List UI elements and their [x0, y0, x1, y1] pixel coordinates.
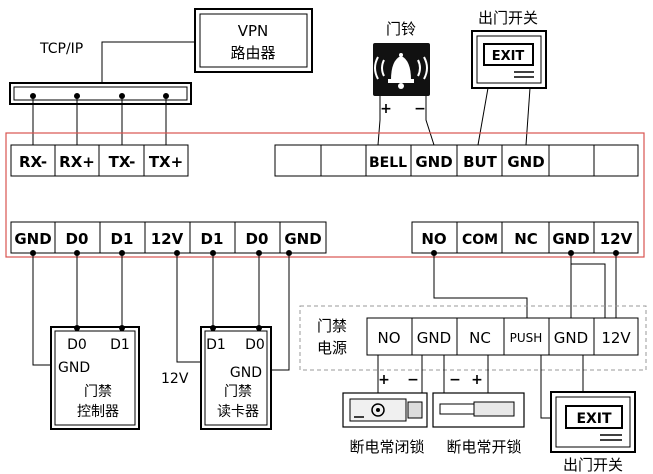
exit-top-sign: EXIT [492, 49, 525, 64]
reader-12v-label: 12V [161, 371, 189, 387]
exit-bottom-sign: EXIT [576, 411, 612, 427]
exit-button-bottom: EXIT 出门开关 [550, 391, 636, 474]
lock-no: − + 断电常开锁 [432, 372, 525, 456]
terminal-row-top-right: BELL GND BUT GND [274, 144, 639, 177]
power-label-1: 门禁 [317, 317, 347, 335]
terminal-rx-plus: RX+ [59, 153, 95, 171]
terminal-gnd-2: GND [284, 230, 321, 248]
power-nc: NC [469, 329, 491, 347]
terminal-tx-minus: TX- [109, 153, 136, 171]
lock-no-plus: + [471, 372, 483, 388]
door-bell: 门铃 + − [373, 20, 435, 146]
terminal-gnd-1: GND [14, 230, 51, 248]
reader-d1: D1 [206, 337, 226, 353]
lock-no-minus: − [449, 372, 461, 388]
terminal-d0-1: D0 [66, 230, 89, 248]
bell-label: 门铃 [386, 20, 416, 38]
bolt-icon [473, 401, 515, 417]
exit-button-top: 出门开关 EXIT [471, 9, 547, 146]
terminal-bell-gnd: GND [415, 153, 452, 171]
terminal-com: COM [462, 232, 498, 248]
terminal-row-bottom-right: NO COM NC GND 12V [411, 221, 639, 254]
lock-nc: + − 断电常闭锁 [342, 372, 428, 456]
bell-minus: − [414, 101, 426, 117]
power-label-2: 电源 [317, 339, 347, 357]
reader-name-2: 读卡器 [217, 403, 259, 420]
power-push: PUSH [510, 331, 543, 345]
controller-name-1: 门禁 [84, 384, 112, 400]
terminal-row-top-left: RX- RX+ TX- TX+ [10, 144, 189, 177]
terminal-d0-2: D0 [246, 230, 269, 248]
terminal-gnd-3: GND [552, 230, 589, 248]
lock-nc-minus: − [407, 372, 419, 388]
reader-name-1: 门禁 [224, 384, 252, 400]
power-no: NO [377, 329, 400, 347]
lock-nc-plus: + [378, 372, 390, 388]
reader-gnd: GND [230, 365, 262, 381]
power-gnd-2: GND [554, 329, 588, 347]
card-reader: D1 D0 GND 门禁 读卡器 12V [161, 325, 272, 430]
terminal-rx-minus: RX- [19, 153, 47, 171]
power-12v: 12V [601, 329, 631, 347]
access-controller: D0 D1 GND 门禁 控制器 [50, 325, 140, 430]
controller-name-2: 控制器 [77, 404, 119, 420]
lock-nc-label: 断电常闭锁 [349, 438, 424, 456]
terminal-bell: BELL [369, 155, 407, 171]
terminal-but: BUT [463, 153, 498, 171]
controller-d1: D1 [110, 337, 130, 353]
wires-right [433, 253, 617, 318]
exit-top-label: 出门开关 [478, 9, 538, 27]
wires-locks [377, 355, 584, 419]
tcpip-hub: TCP/IP [9, 41, 195, 145]
terminal-d1-2: D1 [201, 230, 224, 248]
terminal-12v-2: 12V [600, 230, 633, 248]
vpn-label: VPN [238, 22, 269, 40]
terminal-d1-1: D1 [111, 230, 134, 248]
terminal-12v-1: 12V [151, 230, 184, 248]
controller-gnd: GND [58, 360, 90, 376]
terminal-but-gnd: GND [507, 153, 544, 171]
bell-icon [374, 53, 428, 89]
power-supply: 门禁 电源 NO GND NC PUSH GND 12V [299, 305, 647, 371]
controller-board [5, 132, 645, 258]
terminal-tx-plus: TX+ [149, 153, 183, 171]
terminal-no: NO [421, 230, 446, 248]
tcpip-label: TCP/IP [39, 41, 83, 57]
controller-d0: D0 [67, 337, 87, 353]
router-label: 路由器 [230, 44, 275, 62]
wires-left [32, 253, 290, 371]
lock-no-label: 断电常开锁 [446, 438, 521, 456]
reader-d0: D0 [245, 337, 265, 353]
bell-plus: + [380, 101, 392, 117]
power-gnd-1: GND [417, 329, 451, 347]
terminal-row-bottom-left: GND D0 D1 12V D1 D0 GND [10, 221, 327, 254]
terminal-nc: NC [514, 230, 538, 248]
vpn-router: VPN 路由器 [194, 8, 313, 73]
lock-icon [371, 403, 385, 417]
exit-bottom-label: 出门开关 [563, 456, 623, 474]
